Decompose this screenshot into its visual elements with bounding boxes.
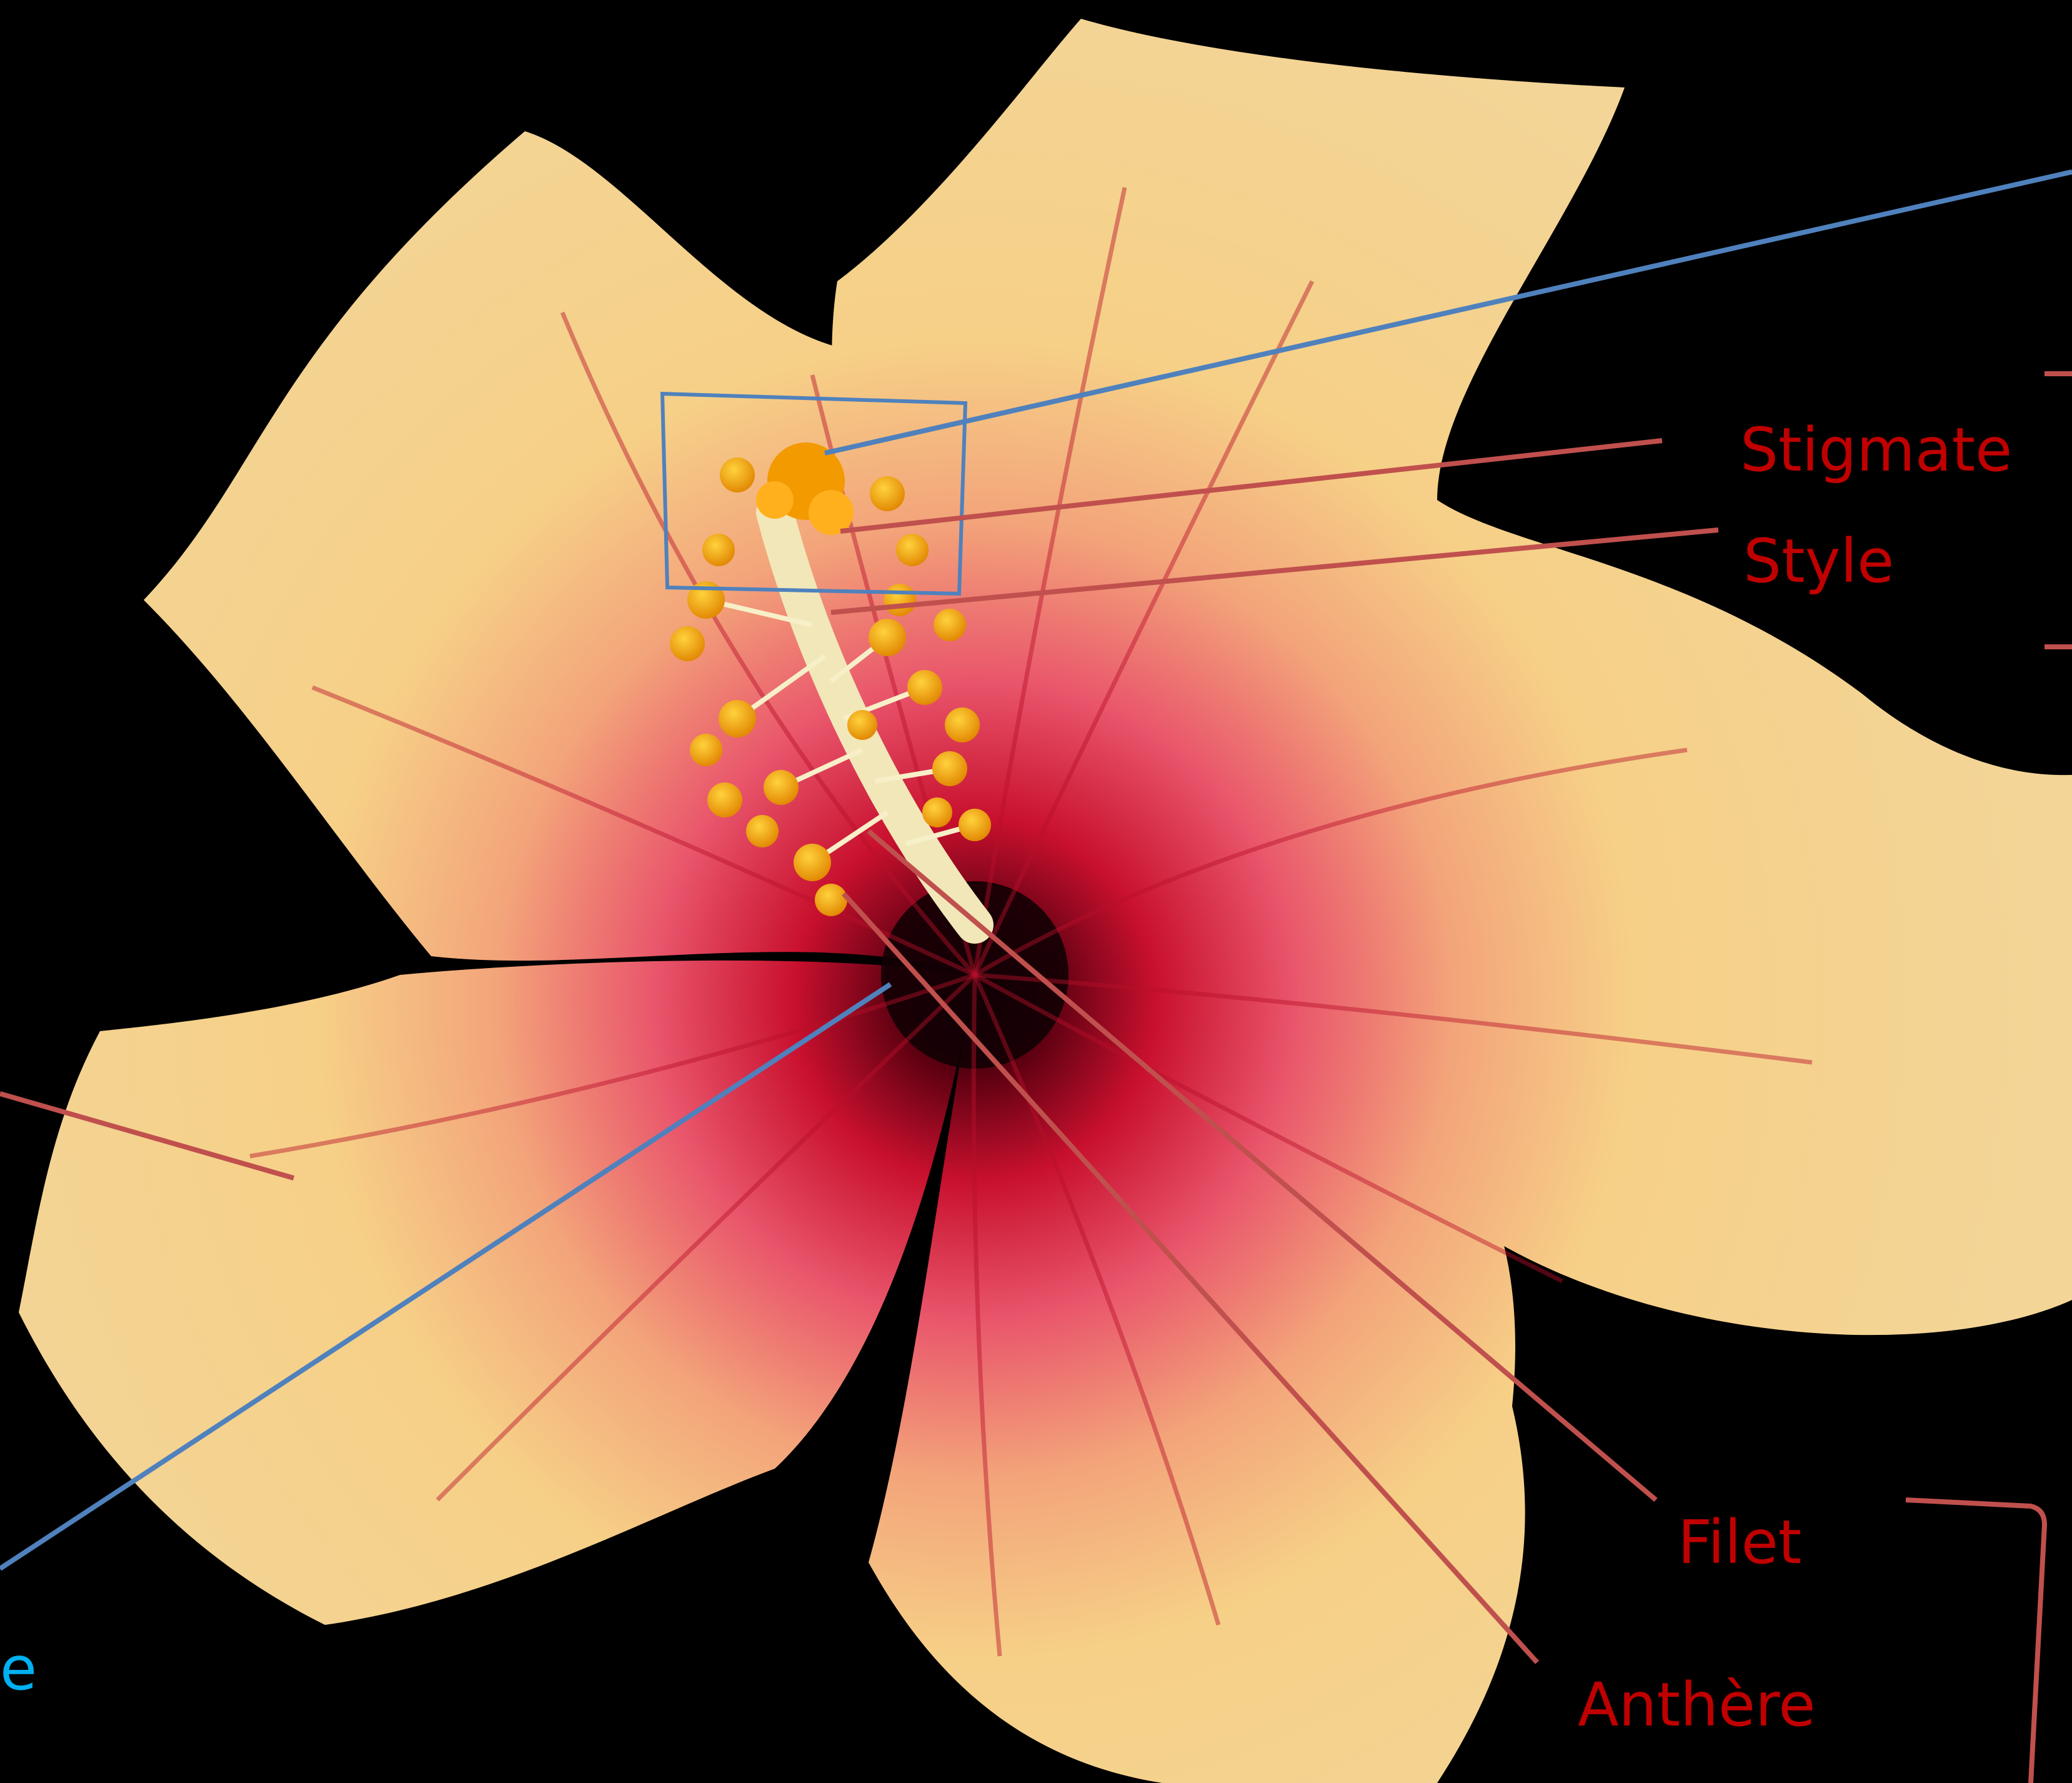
- bracket-bottom: [1906, 1500, 2045, 1783]
- partial-blue-label: e: [0, 1639, 37, 1699]
- stigmate-label: Stigmate: [1740, 420, 2012, 480]
- filet-label: Filet: [1678, 1512, 1801, 1572]
- style-label: Style: [1743, 531, 1894, 591]
- petal-left: [19, 961, 975, 1625]
- anthere-label: Anthère: [1578, 1675, 1815, 1735]
- petal-upper-left: [144, 131, 975, 975]
